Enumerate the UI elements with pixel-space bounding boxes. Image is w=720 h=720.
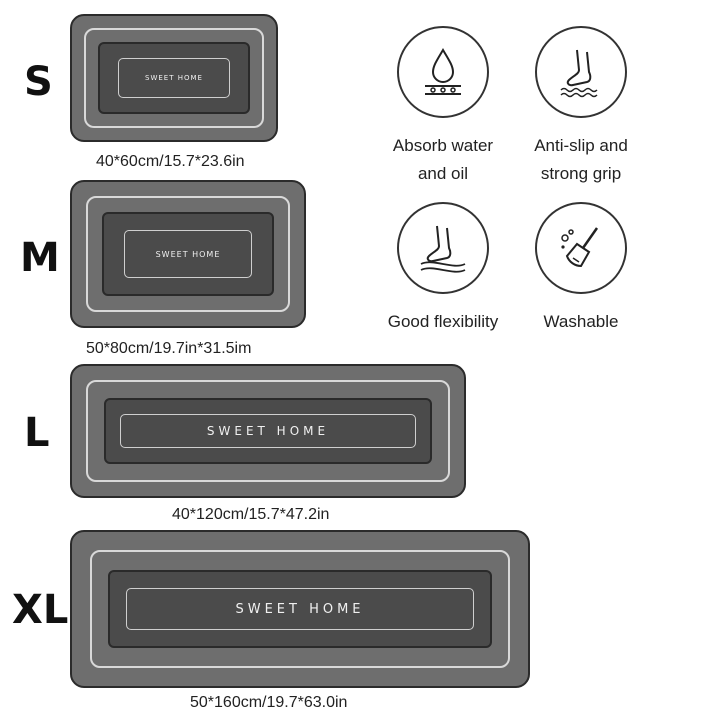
mat-m: SWEET HOME	[70, 180, 306, 328]
broom-icon	[535, 202, 627, 294]
size-label-xl: XL	[12, 587, 69, 633]
mat-xl: SWEET HOME	[70, 530, 530, 688]
size-label-m: M	[20, 235, 60, 281]
feature-label: strong grip	[540, 164, 622, 183]
size-dimensions-s: 40*60cm/15.7*23.6in	[96, 153, 245, 170]
mat-s: SWEET HOME	[70, 14, 278, 142]
mat-brand-text: SWEET HOME	[235, 601, 365, 617]
size-dimensions-m: 50*80cm/19.7in*31.5im	[86, 340, 252, 357]
foot-flex-icon	[397, 202, 489, 294]
size-dimensions-xl: 50*160cm/19.7*63.0in	[190, 694, 348, 711]
mat-brand-text: SWEET HOME	[155, 249, 221, 259]
feature-flexibility: Good flexibility	[368, 202, 518, 336]
feature-absorb: Absorb water and oil	[368, 26, 518, 188]
size-dimensions-l: 40*120cm/15.7*47.2in	[172, 506, 330, 523]
mat-brand-text: SWEET HOME	[206, 424, 330, 438]
feature-label: Washable	[543, 312, 619, 331]
water-drop-icon	[397, 26, 489, 118]
size-label-s: S	[24, 59, 53, 105]
feature-washable: Washable	[506, 202, 656, 336]
mat-brand-text: SWEET HOME	[145, 74, 203, 82]
feature-label: Absorb water	[392, 136, 494, 155]
feature-anti-slip: Anti-slip and strong grip	[506, 26, 656, 188]
mat-l: SWEET HOME	[70, 364, 466, 498]
size-label-l: L	[24, 410, 50, 456]
foot-grip-icon	[535, 26, 627, 118]
feature-label: Good flexibility	[387, 312, 499, 331]
feature-label: Anti-slip and	[534, 136, 628, 155]
feature-label: and oil	[417, 164, 469, 183]
